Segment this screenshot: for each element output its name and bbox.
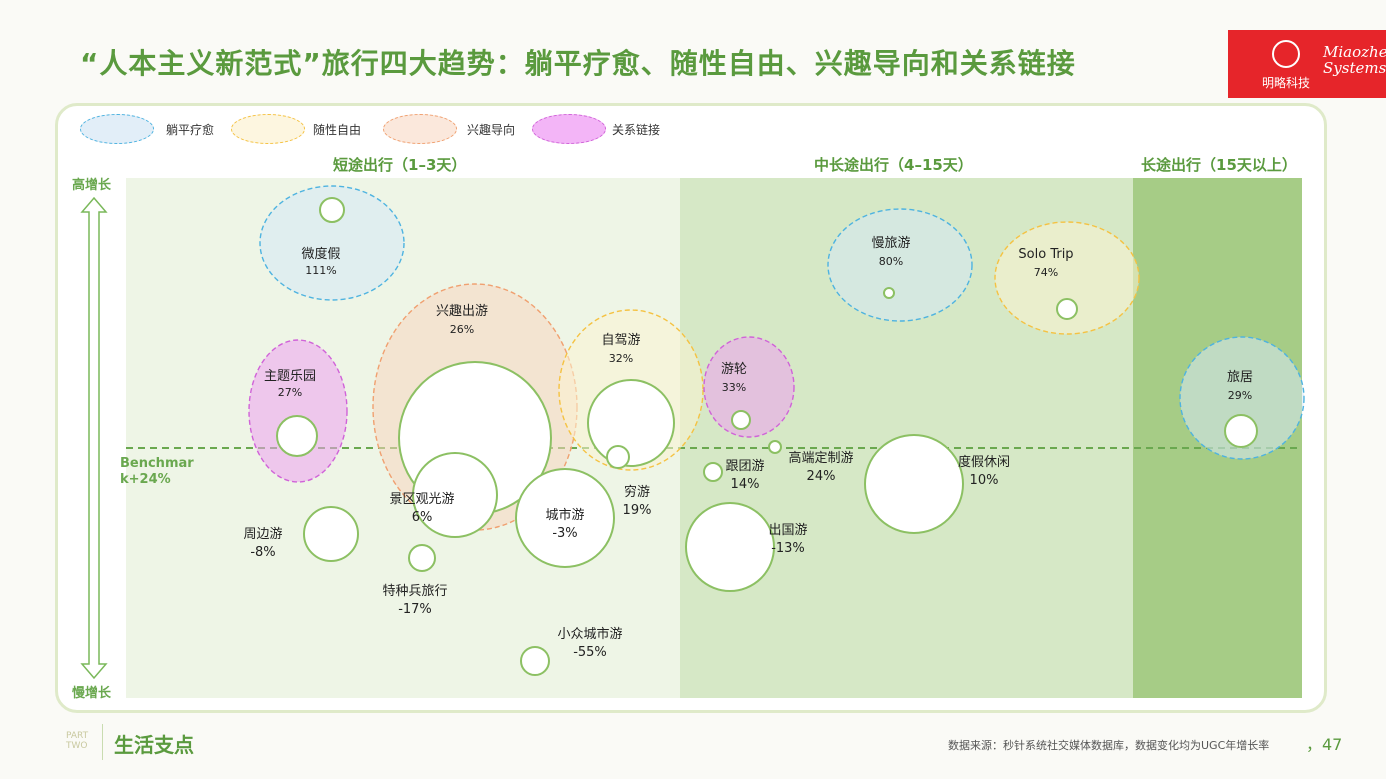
bubble: [276, 415, 318, 457]
y-axis-arrow-icon: [80, 196, 108, 680]
bubble-label: 兴趣出游: [436, 304, 488, 319]
bubble-label: 跟团游: [725, 459, 764, 474]
bubble: [520, 646, 550, 676]
bubble-value: 29%: [1228, 389, 1252, 402]
legend-swatch: [532, 114, 606, 144]
bubble: [883, 287, 895, 299]
bubble: [1056, 298, 1078, 320]
bubble: [412, 452, 498, 538]
bubble-label: 度假休闲: [958, 454, 1010, 470]
legend-swatch: [383, 114, 457, 144]
bubble-value: 6%: [412, 510, 433, 525]
logo-brand-text: Miaozhen Systems: [1323, 43, 1386, 77]
bubble: [731, 410, 751, 430]
footer-source: 数据来源：秒针系统社交媒体数据库，数据变化均为UGC年增长率: [948, 739, 1270, 752]
bubble-label: 出国游: [768, 523, 807, 538]
logo-cn-text: 明略科技: [1262, 76, 1311, 90]
bubble-label: 景区观光游: [389, 492, 454, 507]
legend-label: 随性自由: [313, 123, 362, 137]
legend-swatch: [231, 114, 305, 144]
bubble-label: 小众城市游: [557, 626, 622, 642]
bubble-value: 80%: [879, 255, 903, 268]
bubble-label: 微度假: [301, 246, 340, 262]
group-ellipse: [248, 339, 348, 483]
bubble-value: -3%: [552, 526, 577, 541]
brand-logo: Miaozhen Systems 明略科技: [1228, 30, 1386, 98]
bubble: [587, 379, 675, 467]
y-axis-top-label: 高增长: [72, 178, 112, 193]
bubble-label: 周边游: [243, 527, 282, 542]
legend-label: 关系链接: [612, 123, 661, 137]
bubble-value: 32%: [609, 352, 633, 365]
group-ellipse: [827, 208, 973, 322]
bubble-value: -8%: [250, 545, 275, 560]
bubble-value: 74%: [1034, 266, 1058, 279]
bubble-label: 自驾游: [601, 333, 640, 348]
benchmark-label: Benchmark+24%: [120, 456, 194, 487]
bubble-value: 26%: [450, 323, 474, 336]
bubble-label: 穷游: [624, 484, 650, 500]
bubble: [864, 434, 964, 534]
category-label-short: 短途出行（1–3天）: [333, 156, 467, 174]
bubble: [515, 468, 615, 568]
category-label-long: 长途出行（15天以上）: [1141, 156, 1297, 174]
page-title: “人本主义新范式”旅行四大趋势：躺平疗愈、随性自由、兴趣导向和关系链接: [80, 47, 1076, 80]
category-label-mid: 中长途出行（4–15天）: [814, 156, 973, 174]
bubble-label: 主题乐园: [264, 369, 316, 384]
bubble-value: 27%: [278, 386, 302, 399]
bubble-label: 游轮: [721, 362, 747, 377]
legend-label: 躺平疗愈: [166, 123, 215, 137]
bubble: [408, 544, 436, 572]
bubble: [685, 502, 775, 592]
bubble-label: 慢旅游: [871, 235, 910, 251]
footer-section: 生活支点: [114, 733, 194, 757]
footer-part: PART TWO: [66, 731, 89, 751]
bubble-value: 33%: [722, 381, 746, 394]
bubble: [703, 462, 723, 482]
bubble: [768, 440, 782, 454]
bubble-label: Solo Trip: [1018, 247, 1073, 262]
bubble: [319, 197, 345, 223]
bubble-value: 19%: [623, 503, 652, 518]
bubble: [606, 445, 630, 469]
bubble-value: 10%: [970, 473, 999, 488]
bubble-label: 城市游: [545, 507, 584, 523]
bubble-value: 24%: [807, 469, 836, 484]
legend-label: 兴趣导向: [467, 123, 516, 137]
group-ellipse: [259, 185, 405, 301]
bubble-label: 特种兵旅行: [382, 584, 447, 599]
group-ellipse: [994, 221, 1140, 335]
footer-divider: [102, 724, 103, 760]
bubble-label: 旅居: [1227, 370, 1253, 385]
y-axis-bottom-label: 慢增长: [72, 686, 112, 701]
bubble-value: -13%: [771, 541, 805, 556]
group-ellipse: [703, 336, 795, 438]
group-ellipse: [1179, 336, 1305, 460]
bubble-label: 高端定制游: [788, 450, 853, 466]
bubble-value: -55%: [573, 645, 607, 660]
legend-swatch: [80, 114, 154, 144]
logo-mark-icon: [1272, 40, 1300, 68]
bubble-value: 111%: [305, 264, 336, 277]
bubble-value: -17%: [398, 602, 432, 617]
bubble: [1224, 414, 1258, 448]
bubble-value: 14%: [731, 477, 760, 492]
bubble: [303, 506, 359, 562]
footer-page-number: ，47: [1306, 735, 1343, 754]
